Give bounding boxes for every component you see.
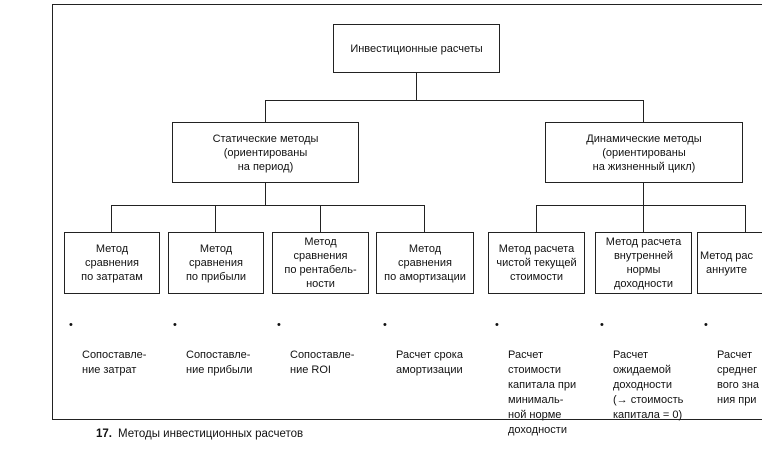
bullet: • [277, 319, 281, 331]
method-label: Метод сравнения по затратам [81, 243, 143, 283]
bullet: • [495, 319, 499, 331]
bullet: • [173, 319, 177, 331]
figure-number: 17. [96, 428, 112, 440]
note-text: Сопоставле- ние затрат [82, 349, 147, 376]
method-box-profit-comparison: Метод сравнения по прибыли [168, 232, 264, 294]
note-npv: • Расчет стоимости капитала при минималь… [495, 318, 577, 438]
note-text: Сопоставле- ние прибыли [186, 349, 253, 376]
bullet: • [383, 319, 387, 331]
root-box: Инвестиционные расчеты [333, 24, 500, 73]
figure-caption: 17. Методы инвестиционных расчетов [96, 428, 303, 440]
method-label: Метод сравнения по прибыли [185, 243, 247, 283]
root-label: Инвестиционные расчеты [350, 42, 483, 55]
bullet: • [600, 319, 604, 331]
dynamic-methods-box: Динамические методы (ориентированы на жи… [545, 122, 743, 183]
note-cost-comparison: • Сопоставле- ние затрат [69, 318, 147, 378]
method-box-annuity: Метод рас аннуите [697, 232, 762, 294]
method-box-profitability-comparison: Метод сравнения по рентабель- ности [272, 232, 369, 294]
note-text: Сопоставле- ние ROI [290, 349, 355, 376]
note-text: Расчет срока амортизации [396, 349, 463, 376]
method-label: Метод расчета чистой текущей стоимости [496, 243, 577, 283]
diagram-frame [52, 4, 762, 420]
note-irr: • Расчет ожидаемой доходности (→ стоимос… [600, 318, 684, 423]
figure-caption-text: Методы инвестиционных расчетов [118, 428, 304, 440]
method-box-npv: Метод расчета чистой текущей стоимости [488, 232, 585, 294]
static-methods-box: Статические методы (ориентированы на пер… [172, 122, 359, 183]
method-label: Метод рас аннуите [700, 250, 754, 276]
note-amortization-comparison: • Расчет срока амортизации [383, 318, 463, 378]
method-label: Метод сравнения по амортизации [384, 243, 466, 283]
static-methods-label: Статические методы (ориентированы на пер… [212, 132, 319, 173]
note-text: Расчет стоимости капитала при минималь- … [508, 349, 577, 436]
method-box-irr: Метод расчета внутренней нормы доходност… [595, 232, 692, 294]
method-box-amortization-comparison: Метод сравнения по амортизации [376, 232, 474, 294]
bullet: • [69, 319, 73, 331]
note-profitability-comparison: • Сопоставле- ние ROI [277, 318, 355, 378]
dynamic-methods-label: Динамические методы (ориентированы на жи… [586, 132, 702, 173]
method-label: Метод сравнения по рентабель- ности [284, 236, 357, 290]
note-profit-comparison: • Сопоставле- ние прибыли [173, 318, 253, 378]
note-annuity: • Расчет среднег вого зна ния при [704, 318, 762, 408]
note-text: Расчет среднег вого зна ния при [717, 349, 760, 406]
bullet: • [704, 319, 708, 331]
method-box-cost-comparison: Метод сравнения по затратам [64, 232, 160, 294]
method-label: Метод расчета внутренней нормы доходност… [605, 236, 682, 290]
note-text: Расчет ожидаемой доходности (→ стоимость… [613, 349, 684, 421]
